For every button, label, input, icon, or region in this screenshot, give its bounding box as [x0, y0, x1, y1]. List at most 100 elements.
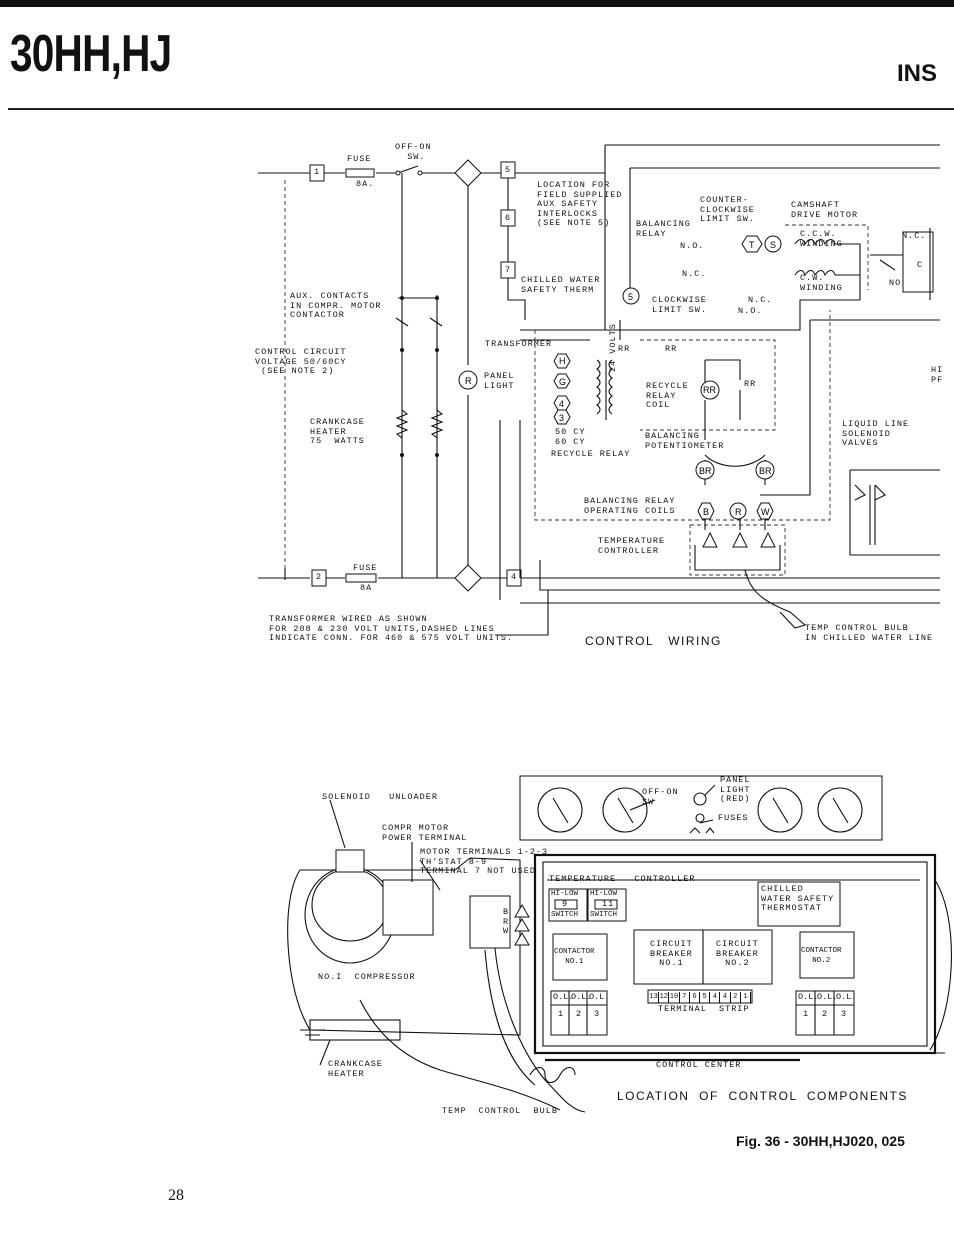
terminal-strip-cell: 10 [669, 992, 680, 1003]
svg-text:G: G [559, 377, 566, 387]
fuse-top-rating: 8A. [356, 179, 375, 189]
svg-text:W: W [761, 507, 770, 517]
header-rule [8, 108, 954, 110]
switch-label-2: SWITCH [590, 911, 618, 919]
nc-label-3: N.C. [748, 295, 773, 305]
ol-left-2: O.L. [571, 992, 592, 1002]
ol-left-num-1: 1 [558, 1009, 565, 1019]
ol-right-num-2: 2 [822, 1009, 829, 1019]
temp-bulb-label: TEMP CONTROL BULB IN CHILLED WATER LINE [805, 623, 934, 643]
svg-text:S: S [770, 240, 776, 250]
terminal-strip-cell: 7 [680, 992, 690, 1003]
terminal-strip-cell: 4 [710, 992, 721, 1003]
terminal-strip-label: TERMINAL STRIP [658, 1004, 750, 1014]
fuse-bottom-rating: 8A [360, 583, 373, 593]
svg-text:RR: RR [703, 385, 716, 395]
nc-label-1: N.O. [680, 241, 705, 251]
solenoid-unloader-label: SOLENOID UNLOADER [322, 792, 438, 802]
page-number: 28 [168, 1187, 184, 1204]
gauge-4 [817, 787, 863, 833]
fuse-top-label: FUSE [347, 154, 372, 164]
chilled-water-safety-label: CHILLED WATER SAFETY THERM [521, 275, 601, 295]
control-wiring-caption: CONTROL WIRING [585, 634, 722, 648]
camshaft-motor-label: CAMSHAFT DRIVE MOTOR [791, 200, 859, 220]
terminal-strip-cell: 6 [690, 992, 701, 1003]
hi-low-label-2: HI-LOW [590, 890, 618, 898]
terminal-6-label: 6 [505, 213, 512, 223]
solenoid-unloader [335, 849, 365, 873]
crankcase-heater-label: CRANKCASE HEATER 75 WATTS [310, 417, 365, 446]
aux-safety-note: LOCATION FOR FIELD SUPPLIED AUX SAFETY I… [537, 180, 623, 228]
motor-terminals-label: MOTOR TERMINALS 1-2-3 TH'STAT 8-9 TERMIN… [420, 847, 549, 876]
circuit-breaker-2-label: CIRCUIT BREAKER NO.2 [716, 939, 759, 968]
figure-caption: Fig. 36 - 30HH,HJ020, 025 [736, 1133, 905, 1149]
rr-label-3: RR [744, 379, 757, 389]
terminal-strip-cell: 2 [731, 992, 741, 1003]
svg-text:R: R [735, 507, 742, 517]
chilled-water-thermostat-label: CHILLED WATER SAFETY THERMOSTAT [761, 884, 835, 913]
fuse-bottom-label: FUSE [353, 563, 378, 573]
crankcase-heater-loc-label: CRANKCASE HEATER [328, 1059, 383, 1079]
loc-panel-light-label: PANEL LIGHT (RED) [720, 775, 751, 804]
terminal-2-label: 2 [316, 572, 323, 582]
compr-motor-terminal-label: COMPR MOTOR POWER TERMINAL [382, 823, 468, 843]
svg-text:R: R [465, 376, 472, 386]
rr-label-2: RR [665, 344, 678, 354]
switch-value-2: 11 [602, 899, 615, 909]
balancing-pot-label: BALANCING POTENTIOMETER [645, 431, 725, 451]
ol-right-3: O.L. [836, 992, 857, 1002]
svg-text:T: T [749, 240, 755, 250]
switch-label-1: SWITCH [551, 911, 579, 919]
ol-right-1: O.L. [798, 992, 819, 1002]
cw-winding-label: C.W. WINDING [800, 273, 843, 293]
svg-text:BR: BR [699, 466, 712, 476]
contactor-2-label: CONTACTOR NO.2 [801, 947, 842, 965]
ol-left-3: O.L. [589, 992, 610, 1002]
cycle-label: 50 CY 60 CY [555, 427, 586, 447]
temp-controller-label: TEMPERATURE CONTROLLER [598, 536, 666, 556]
hi-low-label-1: HI-LOW [551, 890, 579, 898]
control-circuit-label: CONTROL CIRCUIT VOLTAGE 50/60CY (SEE NOT… [255, 347, 347, 376]
transformer-note: TRANSFORMER WIRED AS SHOWN FOR 208 & 230… [269, 614, 514, 643]
balancing-relay-label: BALANCING RELAY [636, 219, 691, 239]
circuit-breaker-1-label: CIRCUIT BREAKER NO.1 [650, 939, 693, 968]
loc-temp-controller-label: TEMPERATURE CONTROLLER [549, 874, 696, 884]
location-caption: LOCATION OF CONTROL COMPONENTS [617, 1089, 908, 1103]
rr-label-1: RR [618, 344, 631, 354]
motor-terminal-box [382, 879, 434, 936]
brw-label: B R W [503, 907, 510, 936]
compressor-head [304, 866, 396, 964]
svg-text:4: 4 [559, 399, 564, 409]
aux-contacts-label: AUX. CONTACTS IN COMPR. MOTOR CONTACTOR [290, 291, 382, 320]
fuses-label: FUSES [718, 813, 749, 823]
terminal-strip-cell: 1 [741, 992, 752, 1003]
switch-value-1: 9 [562, 899, 569, 909]
svg-text:BR: BR [759, 466, 772, 476]
hi-pf-label: HI PF [931, 365, 944, 385]
nc-label-2: N.C. [682, 269, 707, 279]
terminal-strip-cell: 12 [659, 992, 670, 1003]
ccw-limit-switch-label: COUNTER- CLOCKWISE LIMIT SW. [700, 195, 755, 224]
svg-text:3: 3 [559, 413, 564, 423]
gauge-3 [757, 787, 803, 833]
loc-off-on-label: OFF-ON SW [642, 787, 679, 807]
terminal-strip-cell: 13 [649, 992, 660, 1003]
recycle-relay-coil-label: RECYCLE RELAY COIL [646, 381, 689, 410]
no-right-label: NO [889, 278, 902, 288]
control-center-label: CONTROL CENTER [656, 1060, 742, 1070]
terminal-strip-cell: 5 [700, 992, 711, 1003]
svg-text:H: H [559, 356, 566, 366]
svg-text:B: B [703, 507, 709, 517]
terminal-7-label: 7 [505, 265, 512, 275]
section-tag: INS [897, 60, 938, 87]
ol-left-1: O.L. [553, 992, 574, 1002]
gauge-2 [602, 787, 648, 833]
recycle-relay-label: RECYCLE RELAY [551, 449, 631, 459]
junction-diamond-bottom [454, 564, 482, 592]
c-right-label: C [917, 260, 924, 270]
terminal-4-label: 4 [511, 572, 518, 582]
terminal-1-label: 1 [314, 167, 321, 177]
